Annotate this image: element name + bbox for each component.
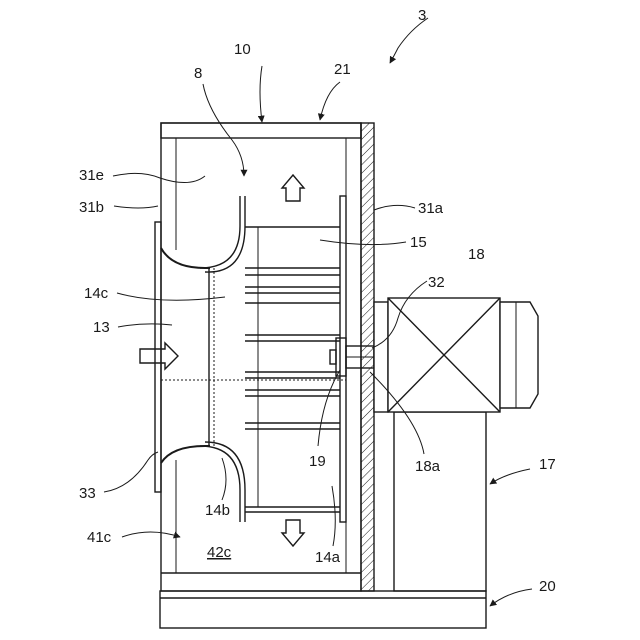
base-plate	[160, 591, 486, 628]
arrow-down-outlet	[282, 520, 304, 546]
ref-32: 32	[428, 274, 445, 291]
bellmouth-lower-flare	[161, 446, 210, 463]
ref-31b: 31b	[79, 199, 104, 216]
ref-18a: 18a	[415, 458, 441, 475]
main-plate	[340, 196, 346, 522]
ref-19: 19	[309, 453, 326, 470]
arrow-up-outlet	[282, 175, 304, 201]
ref-17: 17	[539, 456, 556, 473]
ref-42c: 42c	[207, 544, 232, 561]
ref-31a: 31a	[418, 200, 444, 217]
ref-14b: 14b	[205, 502, 230, 519]
ref-33: 33	[79, 485, 96, 502]
ref-14a: 14a	[315, 549, 341, 566]
ref-18: 18	[468, 246, 485, 263]
ref-41c: 41c	[87, 529, 112, 546]
front-shroud-upper	[200, 196, 240, 268]
ref-10: 10	[234, 41, 251, 58]
hub-boss	[336, 338, 346, 376]
impeller-blades	[245, 227, 340, 512]
ref-8: 8	[194, 65, 202, 82]
hub-nut	[330, 350, 336, 364]
ref-3: 3	[418, 7, 426, 24]
housing-outline	[161, 123, 361, 591]
motor-stand	[394, 412, 486, 591]
top-cover	[161, 123, 361, 138]
ref-13: 13	[93, 319, 110, 336]
bellmouth-upper-flare	[161, 248, 210, 268]
ref-31e: 31e	[79, 167, 104, 184]
ref-15: 15	[410, 234, 427, 251]
ref-20: 20	[539, 578, 556, 595]
motor-end-cap	[500, 302, 538, 408]
motor-flange	[374, 302, 388, 412]
arrow-inlet	[140, 343, 178, 369]
ref-14c: 14c	[84, 285, 109, 302]
ref-21: 21	[334, 61, 351, 78]
inlet-flange	[155, 222, 161, 492]
